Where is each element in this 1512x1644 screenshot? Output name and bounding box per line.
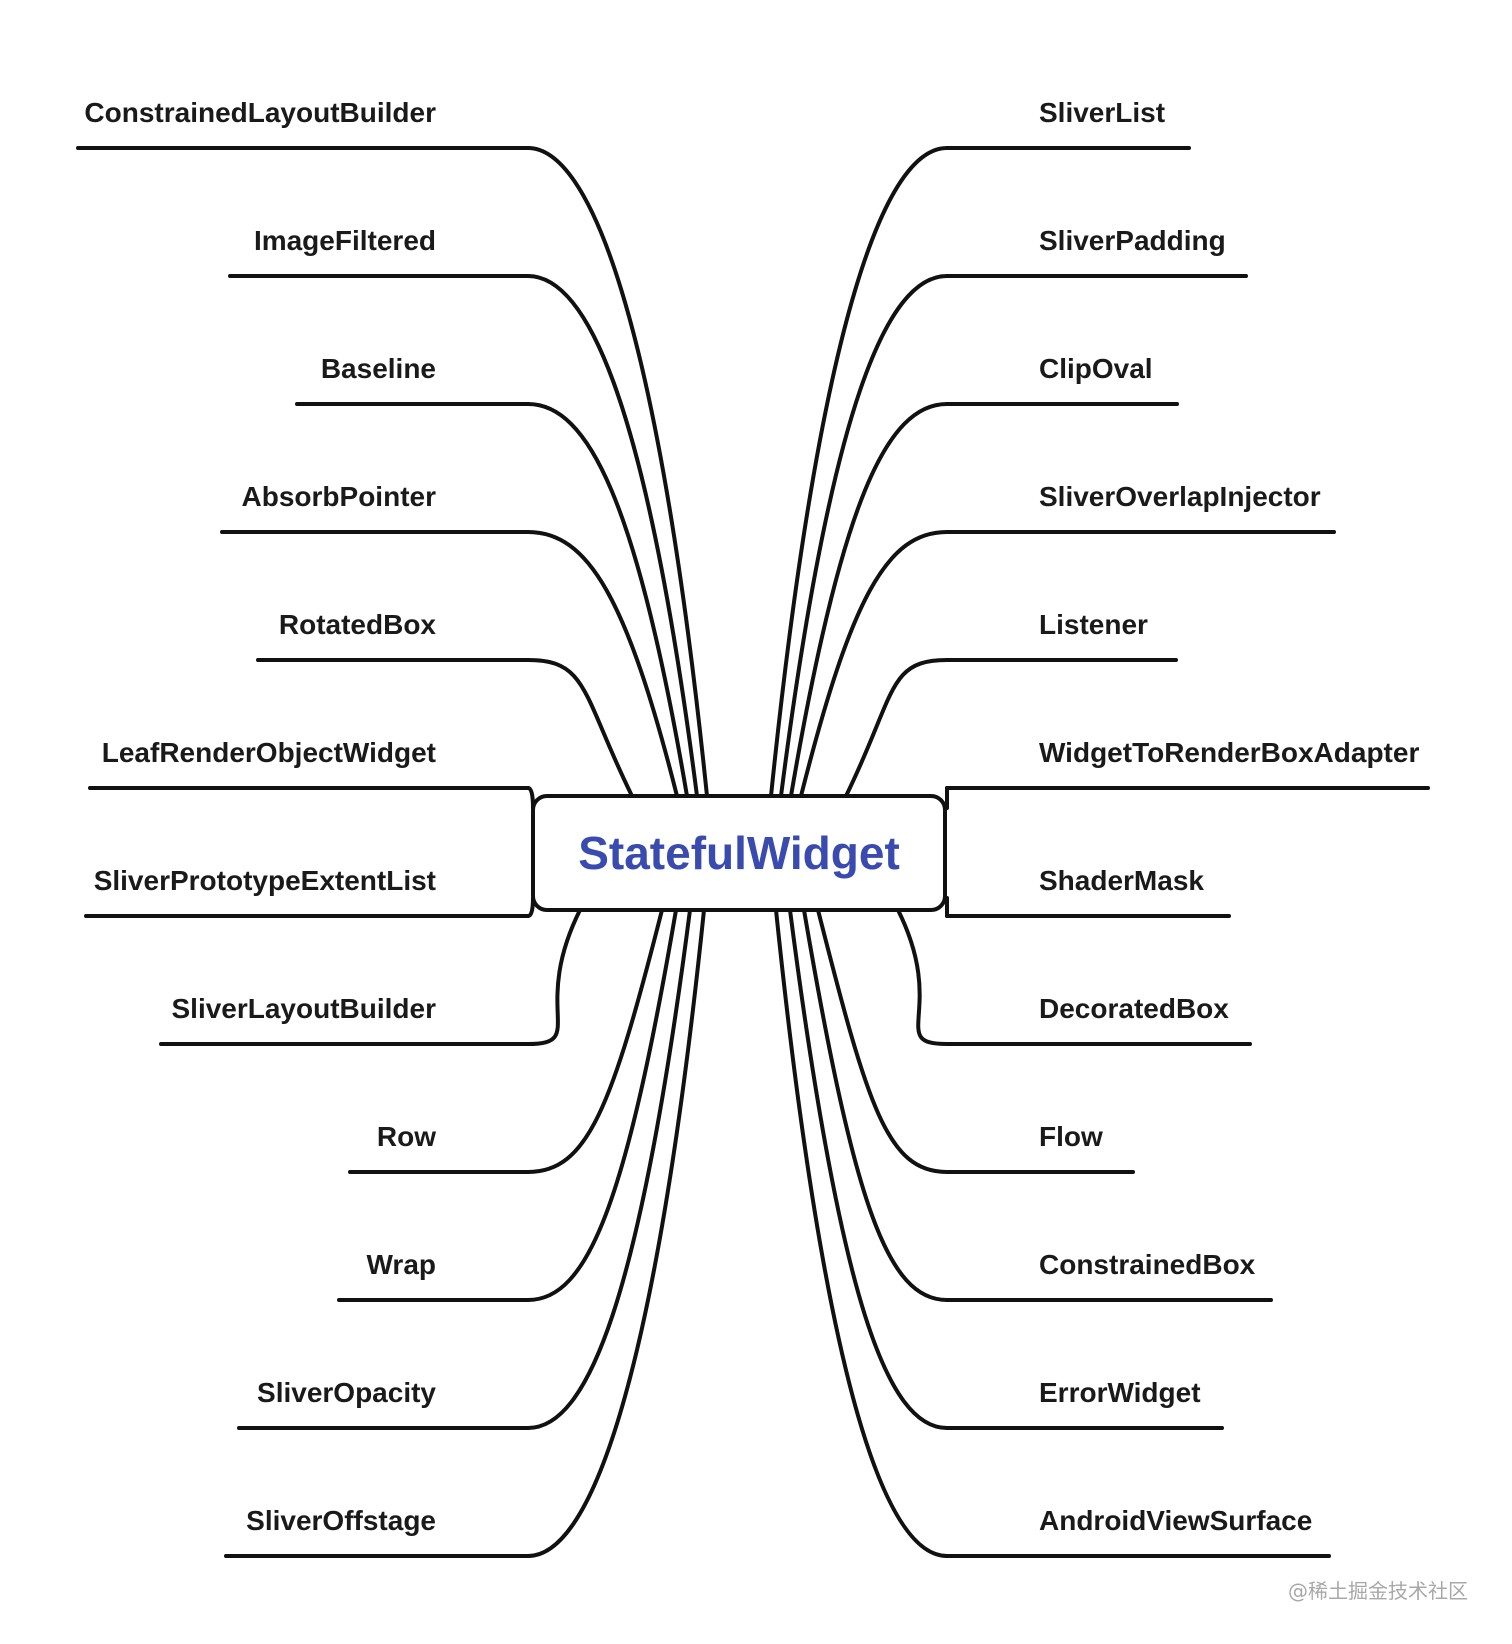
branch-connector [526, 402, 689, 798]
right-branch: DecoratedBox [896, 908, 1252, 1046]
right-branch: SliverOverlapInjector [799, 481, 1336, 798]
left-branch: RotatedBox [256, 609, 634, 798]
watermark-text: @稀土掘金技术社区 [1288, 1579, 1468, 1603]
branch-connector [526, 908, 664, 1174]
left-branch-label: SliverLayoutBuilder [171, 993, 436, 1024]
right-branches: SliverListSliverPaddingClipOvalSliverOve… [769, 97, 1430, 1558]
center-node-label: StatefulWidget [578, 827, 900, 879]
left-branch: Baseline [295, 353, 689, 798]
right-branch-label: SliverPadding [1039, 225, 1226, 256]
branch-connector [896, 908, 949, 1046]
branch-connector [526, 908, 582, 1046]
left-branch-label: SliverOffstage [246, 1505, 436, 1536]
left-branch: SliverOpacity [237, 908, 692, 1430]
branch-connector [844, 658, 949, 798]
left-branch-label: Baseline [321, 353, 436, 384]
right-branch: SliverList [769, 97, 1191, 798]
right-branch-label: Listener [1039, 609, 1148, 640]
branch-connector [799, 530, 949, 798]
branch-connector [526, 146, 709, 798]
right-branch: ShaderMask [945, 865, 1231, 918]
left-branch-label: AbsorbPointer [242, 481, 437, 512]
left-branch-label: LeafRenderObjectWidget [102, 737, 436, 768]
branch-connector [774, 908, 949, 1558]
left-branch: LeafRenderObjectWidget [88, 737, 535, 810]
left-branch: SliverPrototypeExtentList [84, 865, 535, 918]
right-branch: SliverPadding [779, 225, 1248, 798]
branch-connector [789, 402, 949, 798]
branch-connector [526, 530, 679, 798]
right-branch: ErrorWidget [788, 908, 1224, 1430]
right-branch-label: ShaderMask [1039, 865, 1204, 896]
branch-connector [526, 658, 634, 798]
branch-connector [779, 274, 949, 798]
branch-connector [769, 146, 949, 798]
right-branch-label: DecoratedBox [1039, 993, 1229, 1024]
left-branch: Row [348, 908, 664, 1174]
right-branch: ConstrainedBox [802, 908, 1273, 1302]
branch-connector [526, 908, 678, 1302]
right-branch: Listener [844, 609, 1178, 798]
right-branch: AndroidViewSurface [774, 908, 1331, 1558]
left-branch: ImageFiltered [228, 225, 699, 798]
center-node: StatefulWidget [531, 794, 947, 912]
left-branch: AbsorbPointer [220, 481, 679, 798]
right-branch-label: ErrorWidget [1039, 1377, 1201, 1408]
right-branch-label: Flow [1039, 1121, 1103, 1152]
right-branch-label: ClipOval [1039, 353, 1153, 384]
branch-connector [526, 274, 699, 798]
left-branch-label: RotatedBox [279, 609, 437, 640]
left-branch: ConstrainedLayoutBuilder [76, 97, 709, 798]
left-branch: Wrap [337, 908, 678, 1302]
branch-connector [802, 908, 949, 1302]
left-branch: SliverOffstage [224, 908, 706, 1558]
left-branch: SliverLayoutBuilder [159, 908, 582, 1046]
right-branch: ClipOval [789, 353, 1179, 798]
branch-connector [526, 908, 692, 1430]
branch-connector [816, 908, 949, 1174]
right-branch-label: WidgetToRenderBoxAdapter [1039, 737, 1419, 768]
left-branch-label: Row [377, 1121, 436, 1152]
left-branch-label: ImageFiltered [254, 225, 436, 256]
right-branch: WidgetToRenderBoxAdapter [945, 737, 1430, 810]
branch-connector [526, 908, 706, 1558]
center-node-box [531, 794, 947, 912]
branch-connector [788, 908, 949, 1430]
left-branch-label: SliverPrototypeExtentList [94, 865, 436, 896]
left-branch-label: Wrap [367, 1249, 437, 1280]
right-branch-label: AndroidViewSurface [1039, 1505, 1312, 1536]
right-branch-label: ConstrainedBox [1039, 1249, 1256, 1280]
right-branch-label: SliverList [1039, 97, 1165, 128]
right-branch-label: SliverOverlapInjector [1039, 481, 1321, 512]
right-branch: Flow [816, 908, 1135, 1174]
left-branch-label: SliverOpacity [257, 1377, 436, 1408]
left-branch-label: ConstrainedLayoutBuilder [84, 97, 436, 128]
left-branches: ConstrainedLayoutBuilderImageFilteredBas… [76, 97, 709, 1558]
